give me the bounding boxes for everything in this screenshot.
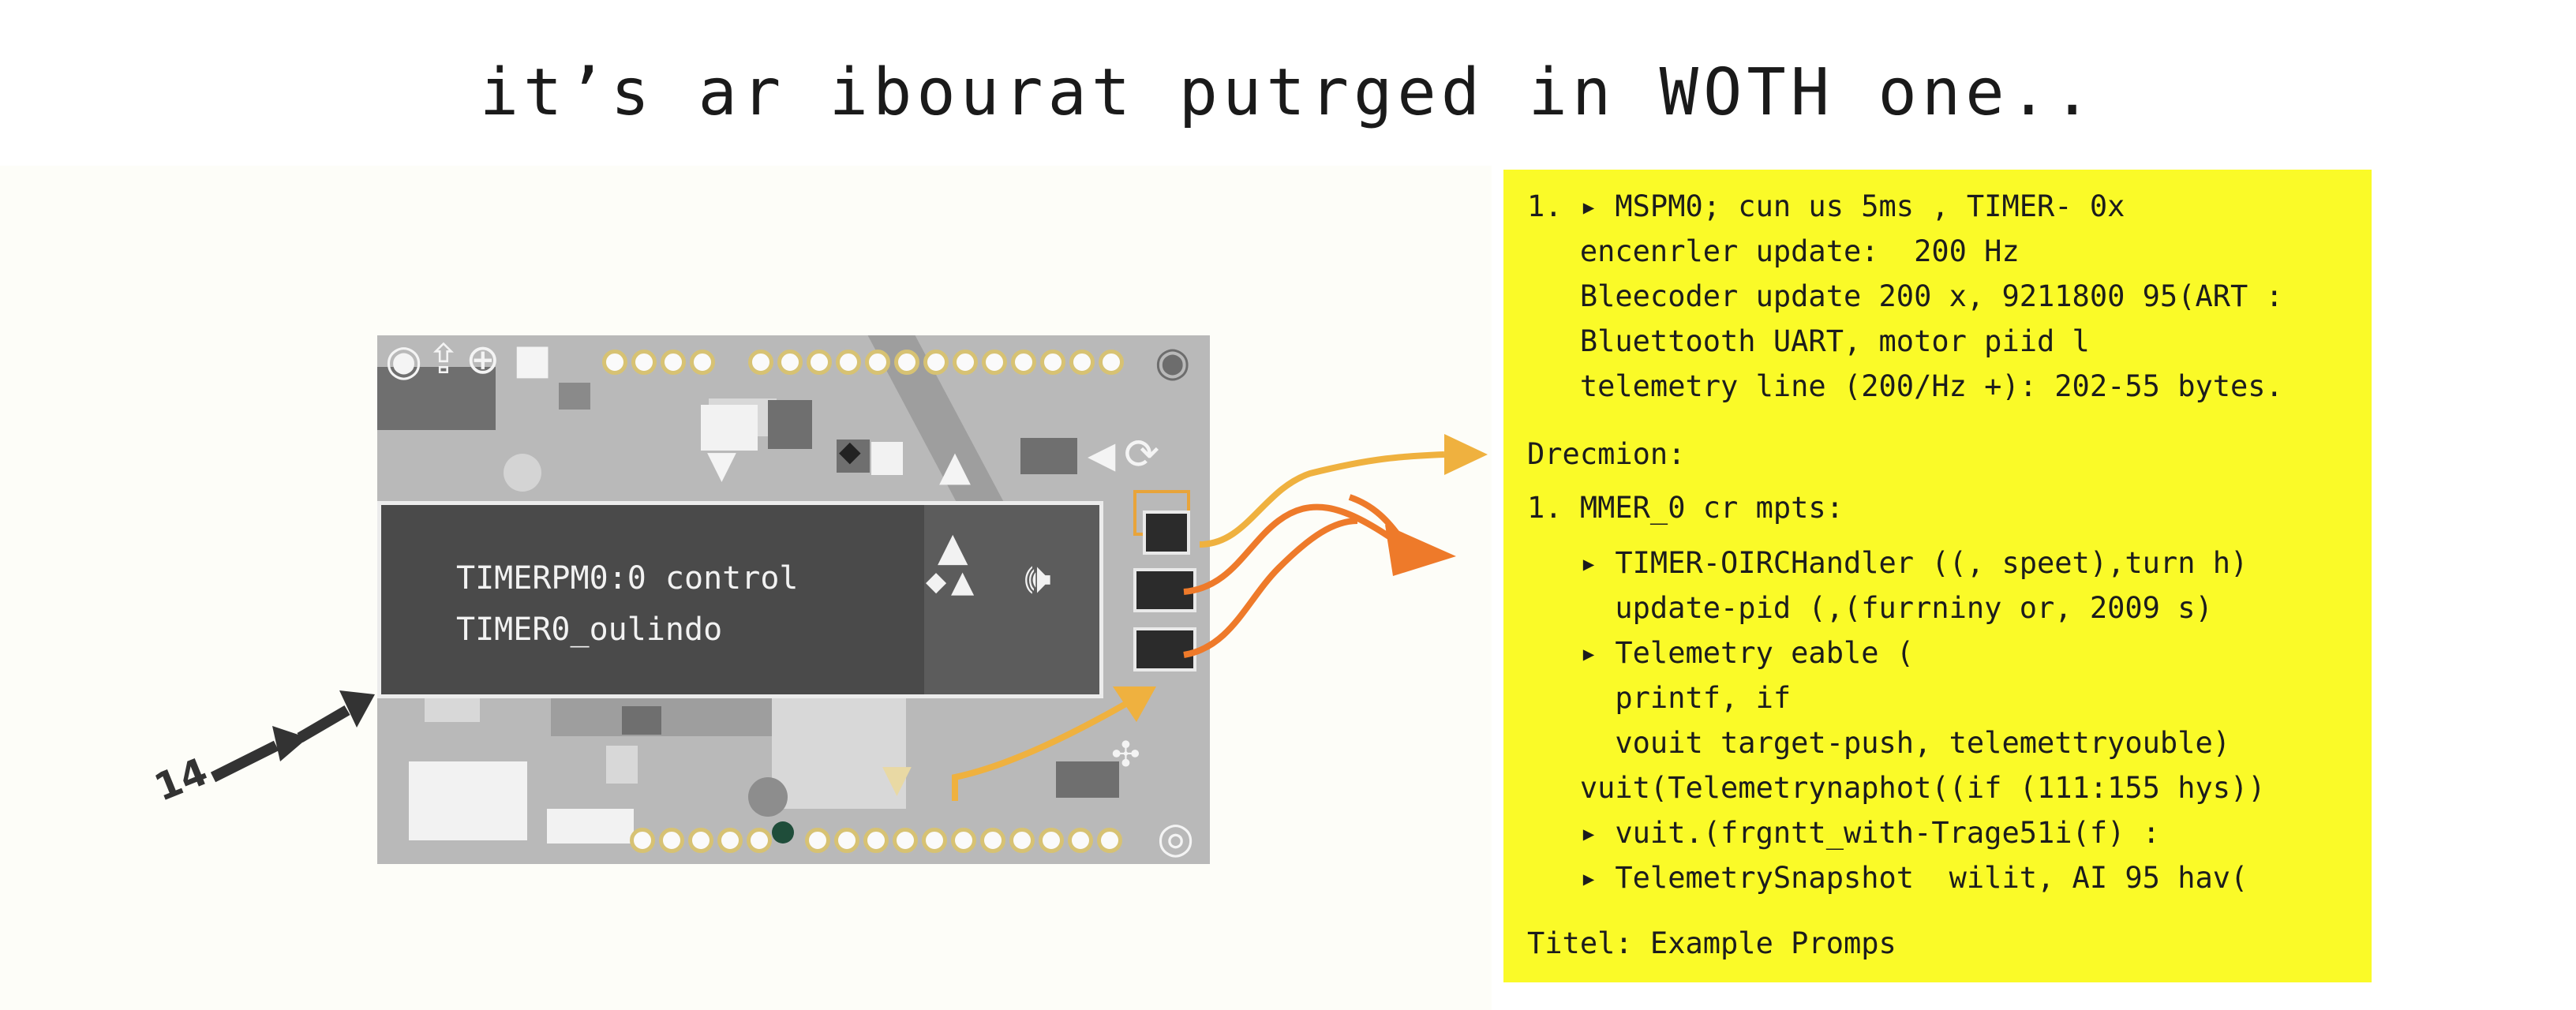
control-panel: TIMERPM0:0 control TIMER0_oulindo ▲ ◆ ▲ …: [377, 501, 1103, 698]
board-chip: [772, 698, 906, 809]
header-pin: [661, 350, 686, 375]
control-line-2: TIMER0_oulindo: [456, 612, 723, 648]
control-line-1: TIMERPM0:0 control: [456, 560, 799, 597]
board-chip: [768, 400, 812, 449]
header-pin: [688, 828, 713, 853]
note-line: 1. ▸ MSPM0; cun us 5ms , TIMER- 0x: [1527, 189, 2125, 223]
header-pin: [602, 350, 627, 375]
header-pin: [631, 350, 657, 375]
connector-pad: [1143, 511, 1190, 555]
status-led: [772, 821, 794, 844]
board-chip: [1020, 438, 1077, 474]
yellow-arrow: [952, 686, 1156, 801]
dark-arrow: [297, 690, 375, 743]
triangle-icon: ▲: [939, 443, 971, 490]
play-left-icon: ◀: [1088, 433, 1116, 476]
header-pin: [834, 828, 859, 853]
header-pin: [863, 828, 889, 853]
orange-arrow: [1183, 494, 1456, 658]
board-chip: [871, 442, 903, 475]
header-pin: [1039, 828, 1064, 853]
header-pin: [1099, 350, 1124, 375]
note-heading: Drecmion:: [1527, 437, 1686, 471]
note-line: encenrler update: 200 Hz: [1527, 234, 2020, 268]
note-line: 1. MMER_0 cr mpts:: [1527, 491, 1844, 525]
board-chip: [409, 761, 527, 840]
header-pin: [659, 828, 684, 853]
note-footer: Titel: Example Promps: [1527, 926, 1896, 960]
triangle-icon: ▲: [938, 524, 968, 570]
gear-icon: ◎: [1157, 813, 1195, 862]
header-pin: [980, 828, 1005, 853]
header-pin: [951, 828, 976, 853]
header-pin: [953, 350, 978, 375]
gear-icon: ◉: [1155, 339, 1191, 386]
note-line: ▸ Telemetry eable (: [1527, 636, 1915, 670]
panel-icon-area: [924, 505, 1099, 694]
note-line: ▸ vuit.(frgntt_with-Trage51i(f) :: [1527, 816, 2160, 850]
note-line: ▸ TelemetrySnapshot wilit, AI 95 hav(: [1527, 861, 2248, 895]
note-line: update-pid (,(furrniny or, 2009 s): [1527, 591, 2213, 625]
triangle-icon: ▼: [882, 757, 912, 801]
header-pin: [807, 350, 832, 375]
board-chip: [504, 454, 541, 492]
board-chip: [559, 383, 590, 410]
header-pin: [748, 350, 773, 375]
note-line: ▸ TIMER-OIRCHandler ((, speet),turn h): [1527, 546, 2248, 580]
folder-icon: ■: [513, 336, 552, 383]
header-pin: [1009, 828, 1035, 853]
plus-circle-icon: ⊕: [466, 336, 500, 383]
board-chip: [701, 405, 758, 451]
header-pin: [805, 828, 830, 853]
refresh-icon: ⟳: [1124, 429, 1160, 479]
board-chip: [622, 706, 661, 735]
header-pin: [717, 828, 743, 853]
notes-panel: 1. ▸ MSPM0; cun us 5ms , TIMER- 0x encen…: [1503, 170, 2372, 982]
header-pin: [1040, 350, 1065, 375]
triangle-icon: ▼: [707, 443, 736, 487]
header-pin: [893, 828, 918, 853]
yellow-arrow: [1199, 434, 1488, 548]
header-pin: [690, 350, 715, 375]
gear-icon: ◉: [385, 335, 423, 385]
note-line: Bluettooth UART, motor piid l: [1527, 324, 2090, 358]
note-line: vouit target-push, telemettryouble): [1527, 726, 2231, 760]
board-chip: [377, 367, 496, 430]
header-pin: [865, 350, 890, 375]
header-pin: [836, 350, 861, 375]
page-title: it’s ar ibourat putrged in WOTH one..: [479, 55, 2097, 130]
header-pin: [1068, 828, 1093, 853]
header-pin: [1069, 350, 1095, 375]
board-chip: [837, 440, 870, 473]
header-pin: [1011, 350, 1036, 375]
speaker-icon: ✣: [1111, 735, 1140, 775]
speaker-icon: 🕪: [1024, 553, 1052, 603]
board-chip: [748, 777, 788, 817]
connector-pad: [1133, 627, 1196, 671]
board-chip: [1056, 761, 1119, 798]
upload-icon: ⇪: [426, 336, 461, 383]
diamond-icon: ◆: [839, 436, 861, 468]
note-line: Bleecoder update 200 x, 9211800 95(ART :: [1527, 279, 2283, 313]
header-pin: [777, 350, 803, 375]
board-chip: [606, 746, 638, 784]
board-chip: [547, 809, 634, 844]
dark-arrow: [210, 726, 308, 783]
header-pin: [894, 350, 919, 375]
header-pin: [982, 350, 1007, 375]
triangle-icon: ▲: [951, 564, 975, 599]
note-line: printf, if: [1527, 681, 1792, 715]
note-line: vuit(Telemetrynaphot((if (111:155 hys)): [1527, 771, 2266, 805]
header-pin: [1097, 828, 1122, 853]
diamond-icon: ◆: [926, 566, 947, 597]
header-pin: [923, 350, 949, 375]
header-pin: [922, 828, 947, 853]
note-line: telemetry line (200/Hz +): 202-55 bytes.: [1527, 369, 2283, 403]
header-pin: [630, 828, 655, 853]
header-pin: [747, 828, 772, 853]
